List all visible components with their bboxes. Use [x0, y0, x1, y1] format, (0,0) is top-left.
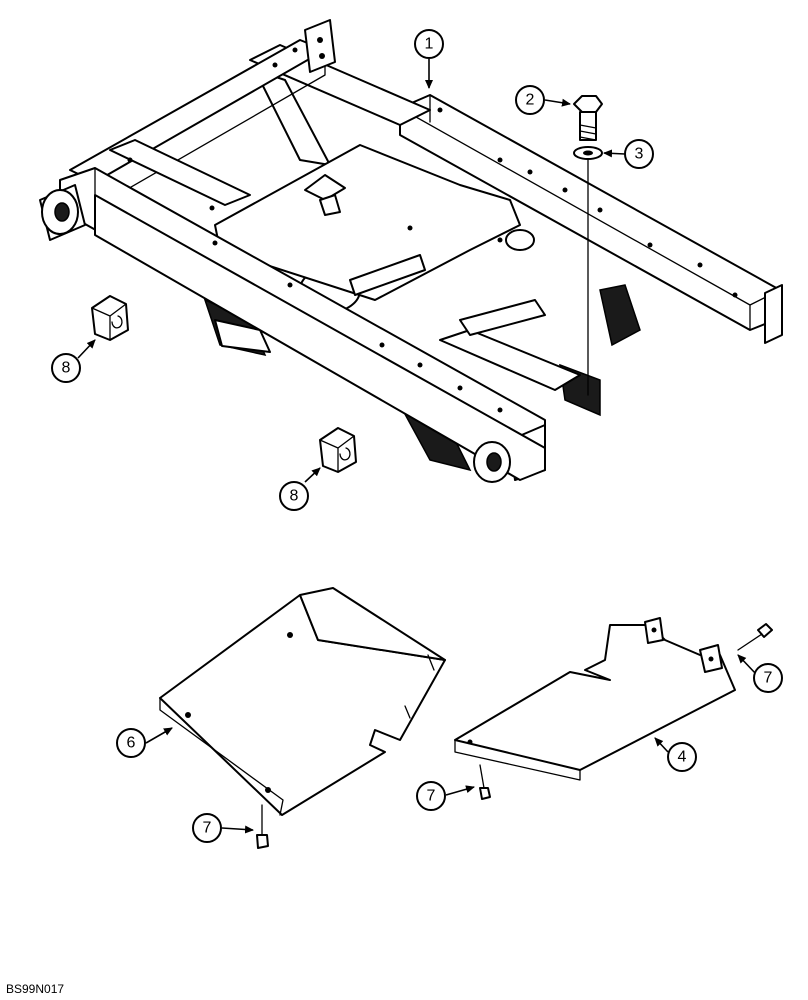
callout-8-upper: 8: [51, 353, 81, 383]
front-left-arm: [109, 139, 251, 206]
right-shield-plate: [454, 617, 736, 781]
callout-2: 2: [515, 85, 545, 115]
front-right-bracket: [459, 299, 546, 336]
left-shield-plate: [159, 587, 446, 816]
center-strap: [349, 254, 426, 296]
screw-middle: [479, 764, 491, 800]
svg-text:8: 8: [290, 488, 299, 505]
svg-text:7: 7: [427, 788, 436, 805]
svg-text:3: 3: [635, 146, 644, 163]
hinge-plate: [304, 19, 336, 73]
svg-text:4: 4: [678, 749, 687, 766]
callout-8-lower: 8: [279, 481, 309, 511]
front-right-arm: [439, 329, 581, 391]
svg-text:1: 1: [425, 36, 434, 53]
svg-text:7: 7: [764, 670, 773, 687]
bolt-head: [573, 95, 603, 113]
rear-weldment-dark: [599, 284, 641, 347]
svg-text:8: 8: [62, 360, 71, 377]
callout-7-middle: 7: [416, 781, 446, 811]
lower-pad-left: [214, 319, 271, 353]
callout-7-right: 7: [753, 663, 783, 693]
leader-lines: [77, 59, 757, 834]
callout-1: 1: [414, 29, 444, 59]
bolt: [573, 95, 603, 141]
callout-3: 3: [624, 139, 654, 169]
svg-text:7: 7: [203, 820, 212, 837]
front-rail-side: [94, 194, 546, 481]
rear-rail-end-plate: [764, 284, 783, 344]
bushing-block-lower: [319, 427, 357, 473]
screw-upper-right: [737, 623, 773, 651]
washer: [573, 146, 603, 160]
svg-text:6: 6: [127, 735, 136, 752]
main-frame: [39, 19, 783, 483]
bushing-block-upper: [91, 295, 129, 341]
pivot-bore: [505, 229, 535, 251]
callout-4: 4: [667, 742, 697, 772]
screw-lower-left: [256, 804, 269, 849]
callout-6: 6: [116, 728, 146, 758]
reference-code: BS99N017: [6, 982, 64, 996]
svg-text:2: 2: [526, 92, 535, 109]
center-plate-lug: [304, 174, 346, 201]
rail-holes: [127, 47, 738, 413]
callout-7-left: 7: [192, 813, 222, 843]
